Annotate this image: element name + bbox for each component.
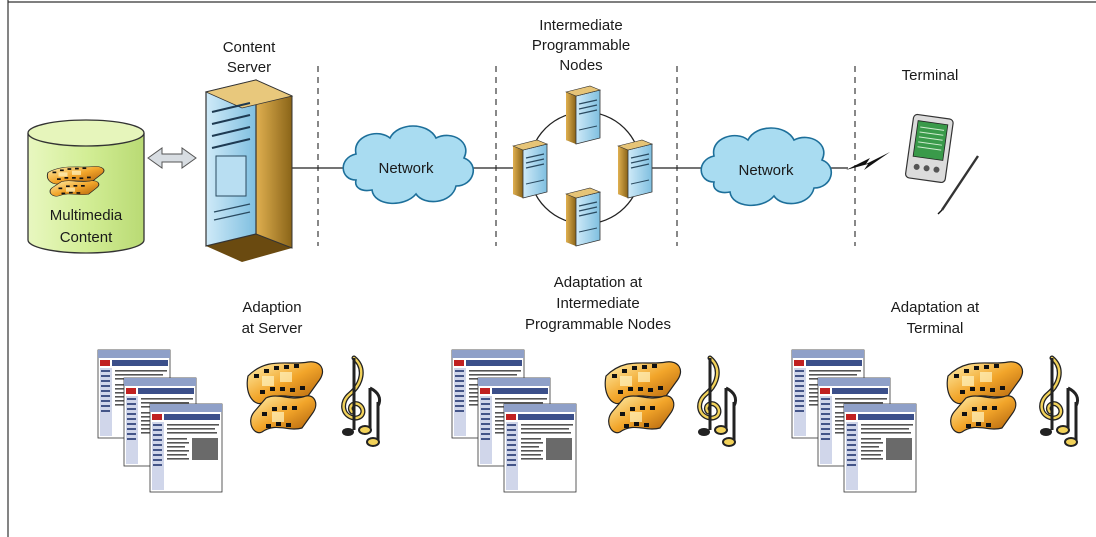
intermediate-node-top	[565, 85, 601, 145]
network-right-label: Network	[738, 162, 794, 179]
adapt-server-label-1: Adaption	[242, 299, 301, 316]
adapt-nodes-label-3: Programmable Nodes	[525, 316, 671, 333]
film-strip-icon	[946, 361, 1024, 434]
section-dividers	[317, 66, 856, 246]
film-strip-icon	[604, 361, 682, 434]
server-tower-icon	[204, 79, 294, 262]
content-server-label-2: Server	[227, 59, 271, 76]
film-strip-icon	[246, 361, 324, 434]
intermediate-node-right	[617, 139, 653, 199]
network-cloud-icon	[342, 125, 475, 205]
intermediate-nodes-label-1: Intermediate	[539, 17, 622, 34]
network-cloud-icon	[700, 127, 833, 207]
web-pages-stack-icon	[98, 350, 222, 492]
double-arrow-icon	[147, 147, 197, 169]
pda-device-icon	[905, 113, 954, 184]
stylus-icon	[937, 155, 979, 215]
multimedia-content-label-1: Multimedia	[50, 207, 123, 224]
intermediate-node-left	[512, 139, 548, 199]
intermediate-nodes-label-2: Programmable	[532, 37, 630, 54]
music-notes-icon	[698, 358, 736, 446]
network-left-label: Network	[378, 160, 434, 177]
wireless-link-icon	[846, 152, 890, 170]
adapt-server-label-2: at Server	[242, 320, 303, 337]
intermediate-nodes-label-3: Nodes	[559, 57, 602, 74]
intermediate-node-bottom	[565, 187, 601, 247]
music-notes-icon	[1040, 358, 1078, 446]
adapt-nodes-label-2: Intermediate	[556, 295, 639, 312]
music-notes-icon	[342, 358, 380, 446]
adapt-terminal-label-1: Adaptation at	[891, 299, 980, 316]
multimedia-content-label-2: Content	[60, 229, 113, 246]
web-pages-stack-icon	[452, 350, 576, 492]
database-cylinder-icon	[27, 119, 145, 254]
web-pages-stack-icon	[792, 350, 916, 492]
terminal-label: Terminal	[902, 67, 959, 84]
adapt-nodes-label-1: Adaptation at	[554, 274, 643, 291]
content-server-label-1: Content	[223, 39, 276, 56]
adapt-terminal-label-2: Terminal	[907, 320, 964, 337]
